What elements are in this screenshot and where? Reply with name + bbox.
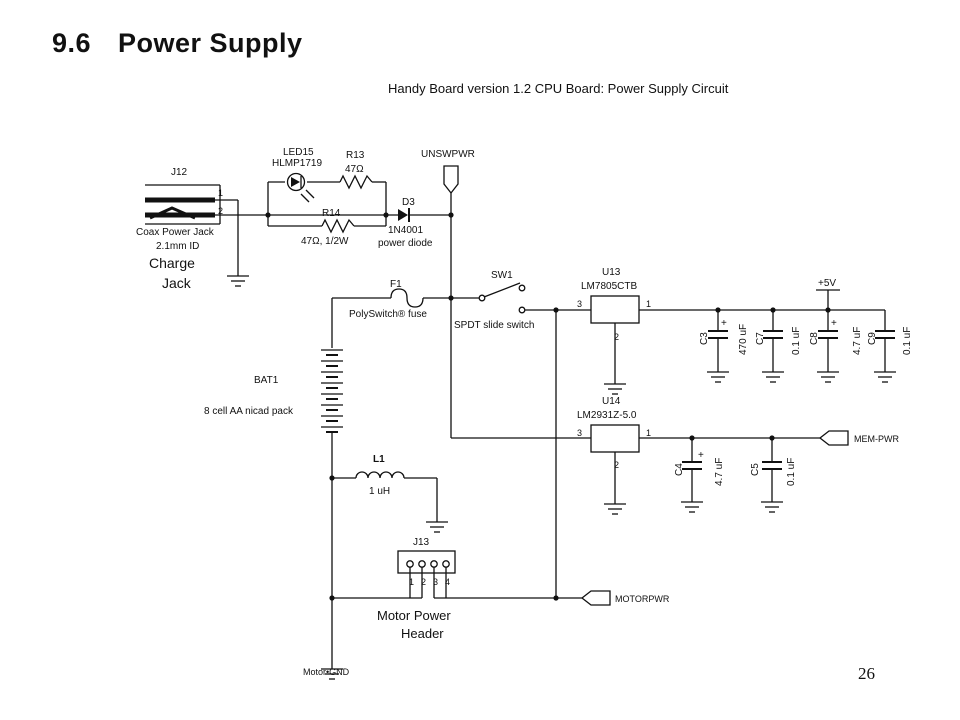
page-title: 9.6 Power Supply xyxy=(52,28,303,59)
mem-pwr-label: MEM-PWR xyxy=(854,434,899,444)
u13-regulator xyxy=(590,295,640,324)
j13-pin4: 4 xyxy=(445,577,450,587)
f1-desc: PolySwitch® fuse xyxy=(349,309,427,320)
u13-pin3: 3 xyxy=(577,299,582,309)
u13-ref: U13 xyxy=(602,267,621,278)
c3-plus: + xyxy=(721,318,727,329)
c5-ref: C5 xyxy=(750,463,761,476)
c8-value: 4.7 uF xyxy=(852,327,863,355)
u13-pin2: 2 xyxy=(614,332,619,342)
c5-capacitor xyxy=(761,461,783,470)
c4-plus: + xyxy=(698,450,704,461)
c8-ref: C8 xyxy=(809,332,820,345)
c8-plus: + xyxy=(831,318,837,329)
j13-header xyxy=(397,550,456,574)
motor-gnd-label: Motor•GND xyxy=(303,667,350,677)
r14-resistor xyxy=(321,218,355,234)
c4-ref: C4 xyxy=(674,463,685,476)
motor-header-label-2: Header xyxy=(401,626,444,641)
d3-diode xyxy=(398,208,410,222)
j12-pin1: 1 xyxy=(218,188,223,198)
unswpwr-port xyxy=(443,165,459,195)
j12-pin2: 2 xyxy=(218,206,223,216)
d3-ref: D3 xyxy=(402,197,415,208)
motorpwr-port xyxy=(580,590,611,606)
motor-header-label-1: Motor Power xyxy=(377,608,451,623)
diagram-subtitle: Handy Board version 1.2 CPU Board: Power… xyxy=(388,81,729,96)
led15-symbol xyxy=(286,172,315,203)
r13-ref: R13 xyxy=(346,150,365,161)
u14-pin1: 1 xyxy=(646,428,651,438)
r14-ref: R14 xyxy=(322,208,341,219)
sw1-ref: SW1 xyxy=(491,270,513,281)
r13-value: 47Ω xyxy=(345,164,364,175)
c7-ref: C7 xyxy=(755,332,766,345)
motorpwr-label: MOTORPWR xyxy=(615,594,670,604)
sw1-desc: SPDT slide switch xyxy=(454,320,534,331)
d3-desc: power diode xyxy=(378,238,433,249)
charge-jack-label-2: Jack xyxy=(162,275,192,291)
j12-size: 2.1mm ID xyxy=(156,241,199,252)
j13-pin2: 2 xyxy=(421,577,426,587)
junction-dots xyxy=(265,212,831,601)
c9-ref: C9 xyxy=(867,332,878,345)
f1-ref: F1 xyxy=(390,279,402,290)
section-title: Power Supply xyxy=(118,28,303,58)
page-number: 26 xyxy=(858,664,875,683)
ground-symbol xyxy=(226,261,250,287)
bat1-battery xyxy=(321,349,343,433)
r13-resistor xyxy=(339,174,373,190)
j13-ref: J13 xyxy=(413,537,430,548)
c3-capacitor xyxy=(707,330,729,339)
j13-pin3: 3 xyxy=(433,577,438,587)
coax-jack-symbol xyxy=(145,184,221,225)
bat1-ref: BAT1 xyxy=(254,375,279,386)
u14-part: LM2931Z-5.0 xyxy=(577,410,637,421)
j12-desc: Coax Power Jack xyxy=(136,227,215,238)
charge-jack-label-1: Charge xyxy=(149,255,195,271)
j13-pins xyxy=(406,560,450,568)
u14-pin2: 2 xyxy=(614,460,619,470)
c5-value: 0.1 uF xyxy=(786,458,797,486)
plus5v-label: +5V xyxy=(818,278,836,289)
bat1-desc: 8 cell AA nicad pack xyxy=(204,406,294,417)
f1-fuse xyxy=(390,288,424,308)
c9-capacitor xyxy=(874,330,896,339)
unswpwr-label: UNSWPWR xyxy=(421,149,475,160)
mem-pwr-port xyxy=(818,430,849,446)
u14-regulator xyxy=(590,424,640,453)
c7-value: 0.1 uF xyxy=(791,327,802,355)
c9-value: 0.1 uF xyxy=(902,327,913,355)
c4-capacitor xyxy=(681,461,703,470)
l1-ref: L1 xyxy=(373,454,385,465)
c7-capacitor xyxy=(762,330,784,339)
u14-pin3: 3 xyxy=(577,428,582,438)
j13-pin1: 1 xyxy=(409,577,414,587)
c4-value: 4.7 uF xyxy=(714,458,725,486)
d3-part: 1N4001 xyxy=(388,225,423,236)
l1-value: 1 uH xyxy=(369,486,390,497)
l1-inductor xyxy=(355,471,405,479)
c8-capacitor xyxy=(817,330,839,339)
u14-ref: U14 xyxy=(602,396,621,407)
j12-ref: J12 xyxy=(171,167,188,178)
sw1-switch xyxy=(478,282,526,314)
u13-part: LM7805CTB xyxy=(581,281,637,292)
u13-pin1: 1 xyxy=(646,299,651,309)
led15-part: HLMP1719 xyxy=(272,158,322,169)
section-number: 9.6 xyxy=(52,28,92,58)
led15-ref: LED15 xyxy=(283,147,314,158)
c3-value: 470 uF xyxy=(738,324,749,355)
r14-value: 47Ω, 1/2W xyxy=(301,236,349,247)
c3-ref: C3 xyxy=(699,332,710,345)
